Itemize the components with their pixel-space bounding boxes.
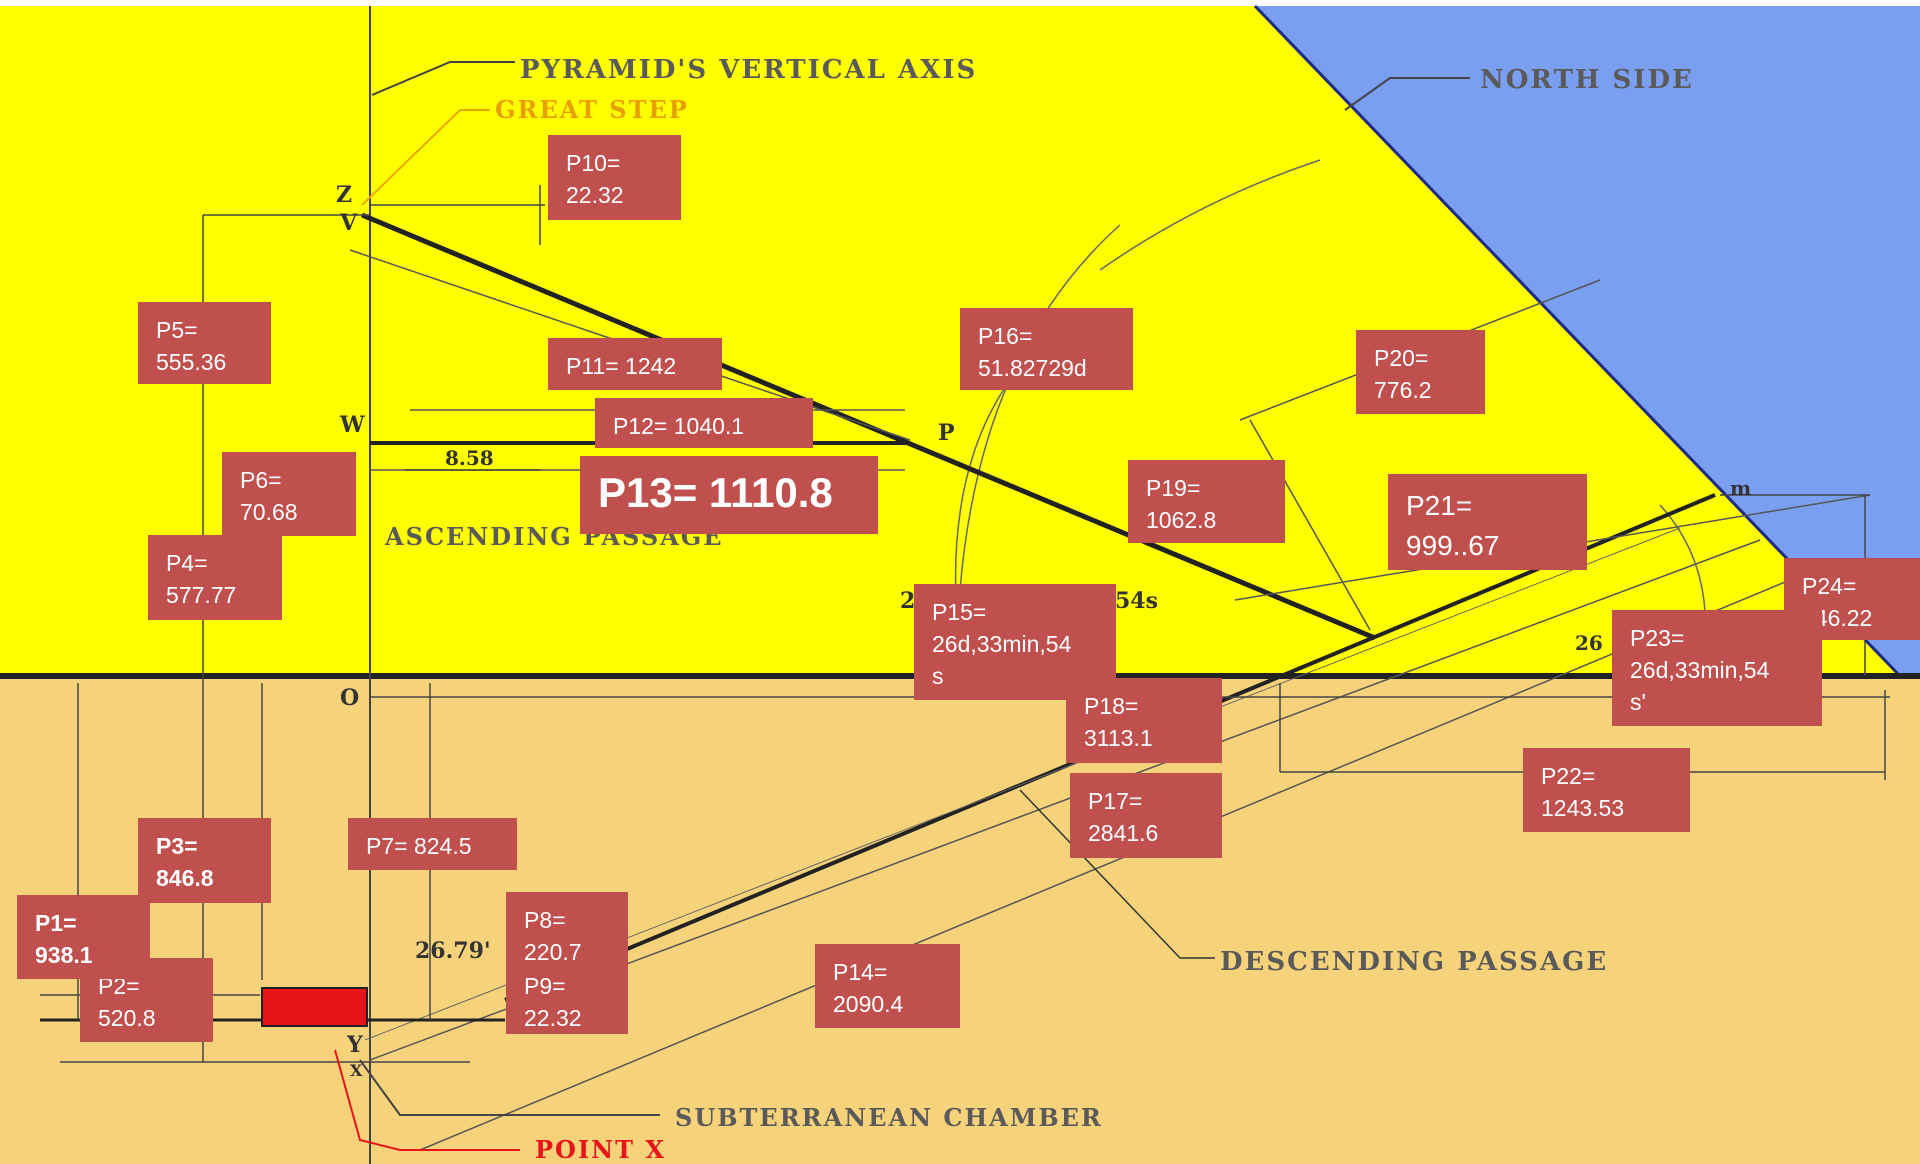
callout-p22: P22= 1243.53: [1523, 748, 1690, 832]
construction-arc-top: [1099, 159, 1321, 271]
great-step-label: GREAT STEP: [495, 95, 689, 124]
fragment-26-label: 26: [1575, 631, 1603, 655]
vertical-axis-label: PYRAMID'S VERTICAL AXIS: [520, 55, 977, 85]
north-side-region: [1255, 6, 1920, 676]
leader-vertical-axis: [371, 61, 515, 96]
callout-p14: P14= 2090.4: [815, 944, 960, 1028]
o-label: O: [340, 685, 359, 711]
subterranean-chamber-label: SUBTERRANEAN CHAMBER: [675, 1103, 1103, 1132]
callout-p3: P3= 846.8: [138, 818, 271, 903]
leader-great-step: [361, 109, 490, 206]
north-side-label: NORTH SIDE: [1480, 65, 1694, 95]
fragment-54s-label: 54s: [1115, 588, 1158, 614]
callout-p7: P7= 824.5: [348, 818, 517, 870]
leader-north-side: [1344, 77, 1470, 111]
fragment-2-label: 2: [900, 588, 915, 614]
leader-descending: [1019, 789, 1181, 959]
callout-p23: P23= 26d,33min,54 s': [1612, 610, 1822, 726]
point-x-label: POINT X: [535, 1135, 666, 1164]
callout-p4: P4= 577.77: [148, 535, 282, 620]
callout-p16: P16= 51.82729d: [960, 308, 1133, 390]
callout-p1: P1= 938.1: [17, 895, 150, 979]
w-label: W: [339, 412, 365, 438]
z-label: Z: [336, 182, 352, 208]
callout-p13: P13= 1110.8: [580, 456, 878, 534]
y-label: Y: [346, 1032, 363, 1058]
leader-subterranean: [359, 1059, 660, 1116]
v-label: V: [339, 210, 358, 236]
callout-p6: P6= 70.68: [222, 452, 356, 536]
callout-p17: P17= 2841.6: [1070, 773, 1222, 858]
callout-p20: P20= 776.2: [1356, 330, 1485, 414]
callout-p5: P5= 555.36: [138, 302, 271, 384]
callout-p8: P8= 220.7: [506, 892, 628, 968]
connector-line: [1249, 419, 1371, 631]
subterranean-chamber: [261, 987, 368, 1027]
callout-p9: P9= 22.32: [506, 958, 628, 1034]
callout-p10: P10= 22.32: [548, 135, 681, 220]
descending-passage-line-3: [419, 579, 1791, 1151]
descending-passage-label: DESCENDING PASSAGE: [1220, 947, 1608, 977]
x-label: X: [350, 1061, 363, 1080]
callout-p12: P12= 1040.1: [595, 398, 813, 448]
callout-p18: P18= 3113.1: [1066, 678, 1222, 763]
m-label: m: [1730, 476, 1751, 500]
leader-point-x: [334, 1049, 520, 1151]
callout-p21: P21= 999..67: [1388, 474, 1587, 570]
dimension-2679-label: 26.79': [415, 938, 491, 964]
dimension-858-label: 8.58: [445, 446, 494, 470]
callout-p11: P11= 1242: [548, 338, 722, 390]
callout-p19: P19= 1062.8: [1128, 460, 1285, 543]
p-label: P: [938, 420, 955, 446]
